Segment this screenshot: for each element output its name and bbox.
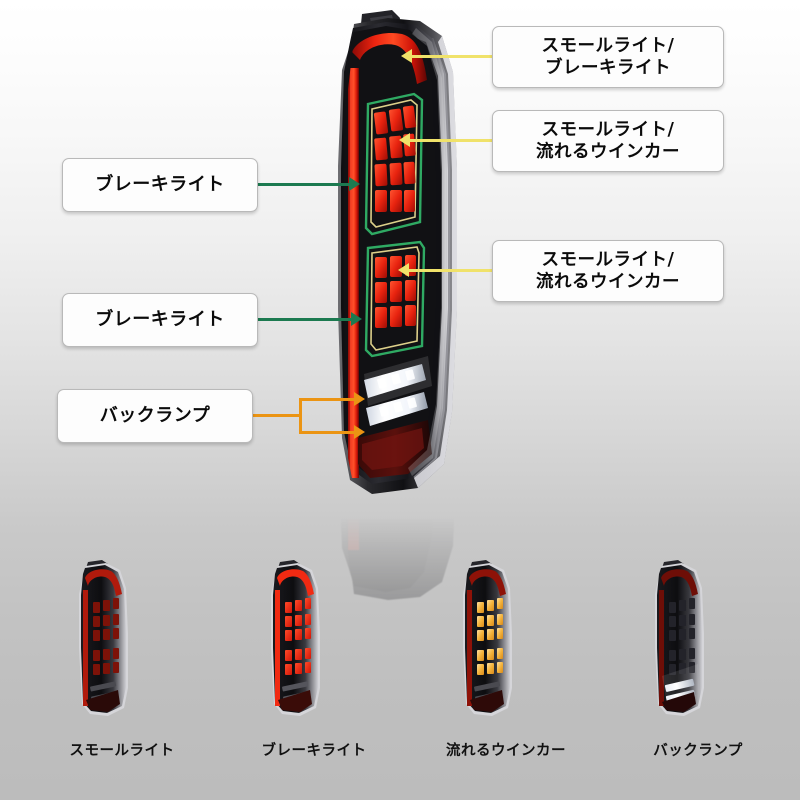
thumbnail-small-light[interactable] xyxy=(62,558,182,722)
callout-brake-lower-label: ブレーキライト xyxy=(95,309,225,331)
thumbnail-flow-winker[interactable] xyxy=(446,558,566,722)
callout-back-lamp[interactable]: バックランプ xyxy=(57,389,253,443)
callout-small-winker-lower-label: スモールライト/ 流れるウインカー xyxy=(536,249,680,292)
thumbnail-back-lamp[interactable] xyxy=(638,558,758,722)
callout-back-lamp-label: バックランプ xyxy=(99,405,211,427)
callout-brake-lower[interactable]: ブレーキライト xyxy=(62,293,258,347)
main-taillight-image xyxy=(296,8,496,508)
thumbnail-brake-light[interactable] xyxy=(254,558,374,722)
thumbnail-caption-small-light: スモールライト xyxy=(69,743,175,759)
callout-small-brake[interactable]: スモールライト/ ブレーキライト xyxy=(492,26,724,88)
thumbnail-caption-flow-winker: 流れるウインカー xyxy=(446,743,566,759)
callout-small-brake-label: スモールライト/ ブレーキライト xyxy=(541,35,675,78)
thumbnail-caption-back-lamp: バックランプ xyxy=(653,743,743,759)
callout-small-winker-upper[interactable]: スモールライト/ 流れるウインカー xyxy=(492,110,724,172)
callout-brake-upper-label: ブレーキライト xyxy=(95,174,225,196)
callout-small-winker-upper-label: スモールライト/ 流れるウインカー xyxy=(536,119,680,162)
callout-small-winker-lower[interactable]: スモールライト/ 流れるウインカー xyxy=(492,240,724,302)
thumbnail-caption-brake-light: ブレーキライト xyxy=(261,743,367,759)
callout-brake-upper[interactable]: ブレーキライト xyxy=(62,158,258,212)
